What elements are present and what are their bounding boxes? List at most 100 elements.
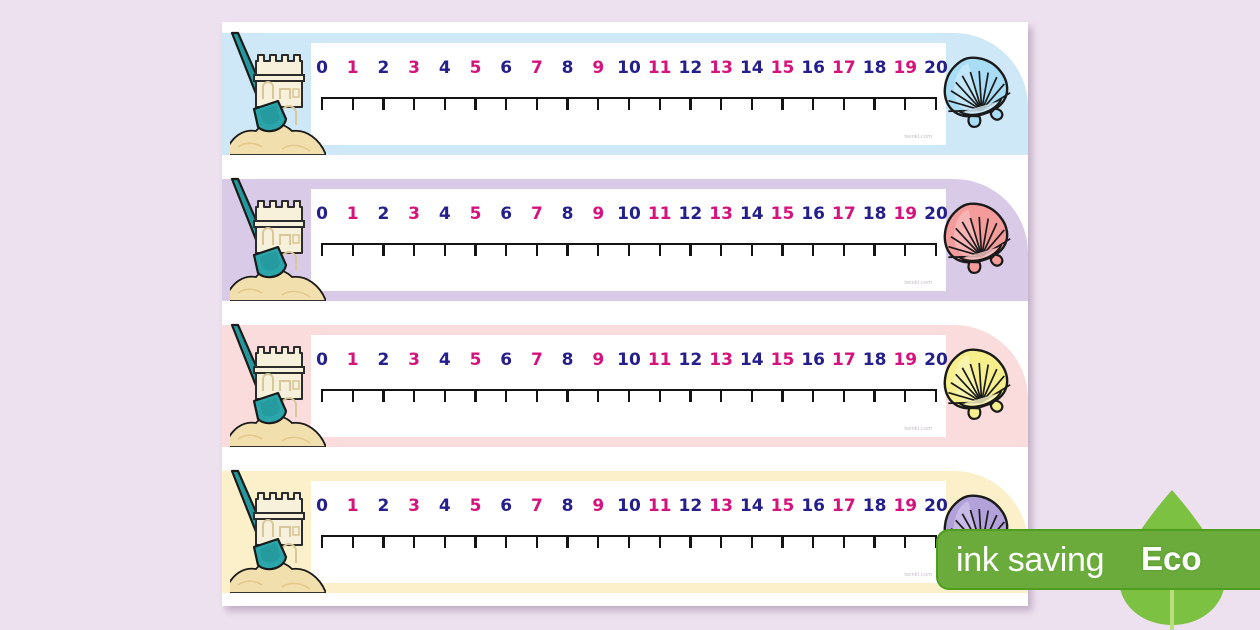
number-line-tick xyxy=(382,243,385,256)
number-line-tick xyxy=(382,389,385,402)
number-line-tick xyxy=(750,243,753,256)
number-line-label: 19 xyxy=(893,350,918,370)
number-line-label: 7 xyxy=(530,350,543,370)
number-line-label: 18 xyxy=(862,204,887,224)
scallop-shell-icon xyxy=(938,201,1016,279)
number-line-tick xyxy=(812,389,815,402)
number-line-tick xyxy=(566,97,569,110)
number-line-tick xyxy=(812,243,815,256)
number-line-label: 5 xyxy=(469,350,482,370)
number-line-tick xyxy=(597,97,600,110)
number-line-label: 14 xyxy=(739,350,764,370)
number-line-tick xyxy=(781,389,784,402)
number-line-tick xyxy=(566,535,569,548)
number-line-label: 1 xyxy=(346,204,359,224)
number-line-label: 20 xyxy=(924,496,948,516)
number-line-tick xyxy=(535,243,539,256)
number-line-label: 17 xyxy=(832,204,856,224)
number-line-tick xyxy=(904,97,907,110)
number-line-label: 2 xyxy=(377,496,390,516)
number-line-label: 19 xyxy=(893,58,918,78)
number-line-label: 9 xyxy=(592,496,605,516)
number-line-label: 0 xyxy=(316,496,328,516)
sandcastle-illustration xyxy=(230,31,326,155)
number-line-label: 9 xyxy=(592,204,605,224)
number-line-tick xyxy=(627,243,631,256)
number-line-tick xyxy=(658,535,661,548)
number-line-label: 4 xyxy=(438,350,451,370)
number-line-label: 13 xyxy=(709,350,733,370)
number-line-label: 16 xyxy=(801,58,826,78)
number-line-label: 19 xyxy=(893,496,918,516)
watermark-text: twinkl.com xyxy=(904,426,932,432)
number-line-ticks xyxy=(320,97,938,117)
number-line-tick xyxy=(719,389,723,402)
number-line-tick xyxy=(812,535,815,548)
number-line-label: 5 xyxy=(469,496,482,516)
number-line-tick xyxy=(382,535,385,548)
number-line-label: 14 xyxy=(739,496,764,516)
number-line-label: 14 xyxy=(739,58,764,78)
number-line-label: 7 xyxy=(530,204,543,224)
number-line-ticks xyxy=(320,389,938,409)
watermark-text: twinkl.com xyxy=(904,572,932,578)
number-line-label: 1 xyxy=(346,58,359,78)
number-line-tick xyxy=(505,97,508,110)
ink-saving-label: ink saving xyxy=(956,541,1105,579)
number-line-tick xyxy=(505,389,508,402)
number-line-label: 9 xyxy=(592,350,605,370)
number-line-tick xyxy=(351,243,354,256)
number-line-label: 10 xyxy=(617,496,641,516)
number-line-label: 10 xyxy=(617,58,641,78)
number-line-label: 8 xyxy=(561,350,574,370)
number-line-label: 13 xyxy=(709,496,733,516)
number-line-tick xyxy=(351,535,354,548)
watermark-text: twinkl.com xyxy=(904,280,932,286)
number-line-tick xyxy=(412,535,416,548)
number-line-tick xyxy=(597,535,600,548)
eco-label: Eco xyxy=(1141,540,1202,577)
sandcastle-illustration xyxy=(230,323,326,447)
number-line-label: 18 xyxy=(862,58,887,78)
number-line-tick xyxy=(351,389,354,402)
number-line-tick xyxy=(689,243,692,256)
number-line-label: 10 xyxy=(617,204,641,224)
number-line-tick xyxy=(689,97,692,110)
number-line-label: 4 xyxy=(438,496,451,516)
number-line-tick xyxy=(474,389,477,402)
number-line-label: 6 xyxy=(500,496,513,516)
number-line-label: 4 xyxy=(438,58,451,78)
number-line-tick xyxy=(781,97,784,110)
number-line-tick xyxy=(873,535,876,548)
number-line-tick xyxy=(566,243,569,256)
number-line-tick xyxy=(535,97,539,110)
number-line-label: 19 xyxy=(893,204,918,224)
number-line-tick xyxy=(873,97,876,110)
number-line-label: 7 xyxy=(530,496,543,516)
number-line-label: 8 xyxy=(561,58,574,78)
number-line-label: 15 xyxy=(770,496,795,516)
number-line-tick xyxy=(934,97,938,110)
number-line-tick xyxy=(535,535,539,548)
number-line-tick xyxy=(873,243,876,256)
number-line-tick xyxy=(474,243,477,256)
number-line-label: 10 xyxy=(617,350,641,370)
number-line-tick xyxy=(873,389,876,402)
number-line-tick xyxy=(658,243,661,256)
number-line-tick xyxy=(597,243,600,256)
number-line-tick xyxy=(443,389,446,402)
number-line-tick xyxy=(505,535,508,548)
number-line-tick xyxy=(412,97,416,110)
number-line-tick xyxy=(320,389,324,402)
number-line-label: 8 xyxy=(561,204,574,224)
number-line-tick xyxy=(443,97,446,110)
number-line-tick xyxy=(934,389,938,402)
number-line-label: 5 xyxy=(469,204,482,224)
sandcastle-illustration xyxy=(230,177,326,301)
